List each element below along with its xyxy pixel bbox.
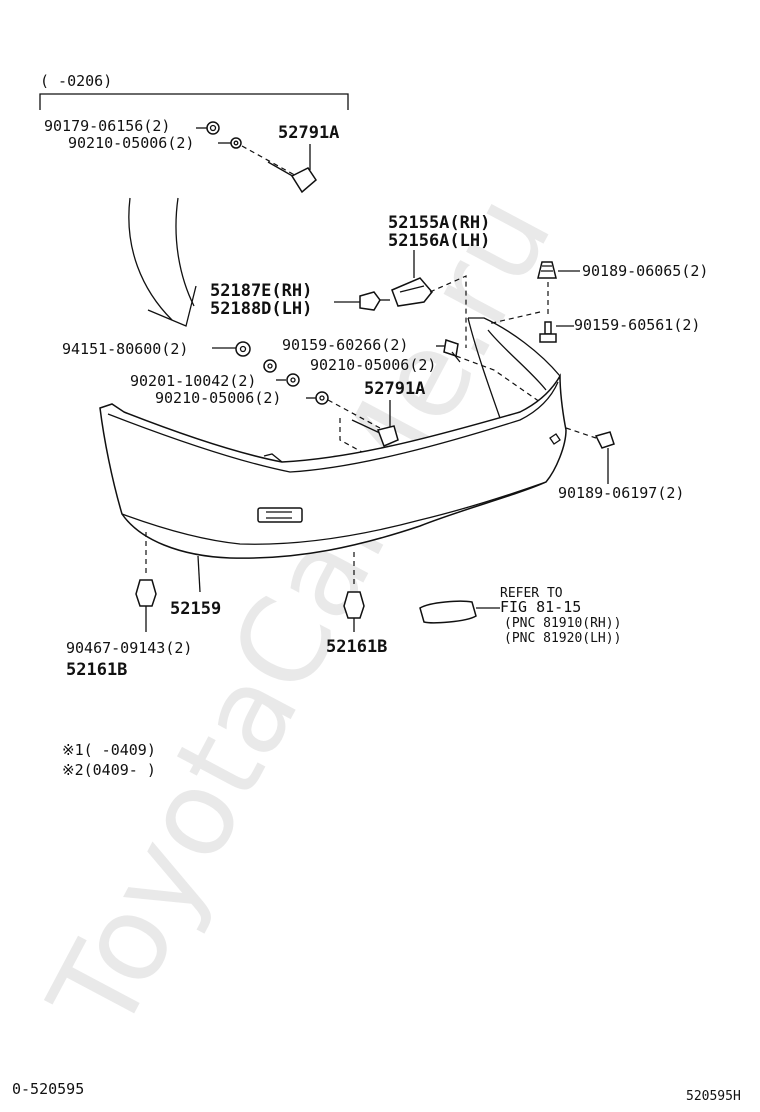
leader-dashed xyxy=(339,418,363,453)
bracket-52155a-icon xyxy=(391,277,433,307)
callout-90201-10042: 90201-10042(2) xyxy=(130,372,256,390)
refer-line-2: FIG 81-15 xyxy=(500,598,581,616)
bolt-52791a-mid-icon xyxy=(351,419,399,447)
callout-52161b-left: 52161B xyxy=(66,660,127,680)
callout-52791a-mid: 52791A xyxy=(364,379,425,399)
clip-90189-06065-icon xyxy=(537,261,557,279)
callout-90210-05006-a: 90210-05006(2) xyxy=(68,134,194,152)
callout-90189-06197: 90189-06197(2) xyxy=(558,484,684,502)
refer-line-4: (PNC 81920(LH)) xyxy=(504,631,621,646)
clip-52161b-icon xyxy=(343,591,365,632)
leader-dashed xyxy=(327,399,381,429)
callout-52188d-lh: 52188D(LH) xyxy=(210,299,312,319)
leader-dashed xyxy=(455,355,541,403)
callout-94151-80600: 94151-80600(2) xyxy=(62,340,188,358)
callout-90159-60561: 90159-60561(2) xyxy=(574,316,700,334)
bolt-52791a-top-icon xyxy=(267,161,317,194)
washer-90210-icon xyxy=(230,137,242,149)
callout-90189-06065: 90189-06065(2) xyxy=(582,262,708,280)
curved-arrow-icon xyxy=(128,197,197,327)
callout-52156a-lh: 52156A(LH) xyxy=(388,231,490,251)
callout-52161b-mid: 52161B xyxy=(326,637,387,657)
note-1: ※1( -0409) xyxy=(62,741,156,759)
footer-left-code: 0-520595 xyxy=(12,1080,84,1098)
reflector-hole xyxy=(257,507,303,523)
nut-94151-icon xyxy=(235,341,251,357)
note-2: ※2(0409- ) xyxy=(62,761,156,779)
refer-line-3: (PNC 81910(RH)) xyxy=(504,616,621,631)
leader-dashed xyxy=(241,145,301,179)
reflector-icon xyxy=(419,600,477,624)
leader-dashed xyxy=(565,427,597,439)
leader-dashed xyxy=(429,275,467,348)
callout-52159: 52159 xyxy=(170,599,221,619)
washer-90201-b-icon xyxy=(286,373,300,387)
inset-bracket xyxy=(39,93,349,110)
callout-90467-09143: 90467-09143(2) xyxy=(66,639,192,657)
inset-range-label: ( -0206) xyxy=(40,72,112,90)
callout-90210-05006-c: 90210-05006(2) xyxy=(155,389,281,407)
leader-line xyxy=(451,351,461,363)
callout-90159-60266: 90159-60266(2) xyxy=(282,336,408,354)
screw-90159-60561-icon xyxy=(539,321,557,343)
refer-line-1: REFER TO xyxy=(500,586,563,601)
callout-52791a-top: 52791A xyxy=(278,123,339,143)
callout-90179-06156: 90179-06156(2) xyxy=(44,117,170,135)
footer-right-code: 520595H xyxy=(686,1089,741,1104)
clip-52187e-icon xyxy=(359,291,390,311)
callout-52187e-rh: 52187E(RH) xyxy=(210,281,312,301)
callout-52155a-rh: 52155A(RH) xyxy=(388,213,490,233)
leader-line xyxy=(197,555,201,593)
bumper-cover-52159 xyxy=(99,317,567,559)
washer-90210-c-icon xyxy=(315,391,329,405)
washer-90201-icon xyxy=(263,359,277,373)
clip-90467-icon xyxy=(135,579,157,632)
callout-90210-05006-b: 90210-05006(2) xyxy=(310,356,436,374)
clip-90189-06197-icon xyxy=(594,431,615,449)
nut-90179-icon xyxy=(206,121,220,135)
